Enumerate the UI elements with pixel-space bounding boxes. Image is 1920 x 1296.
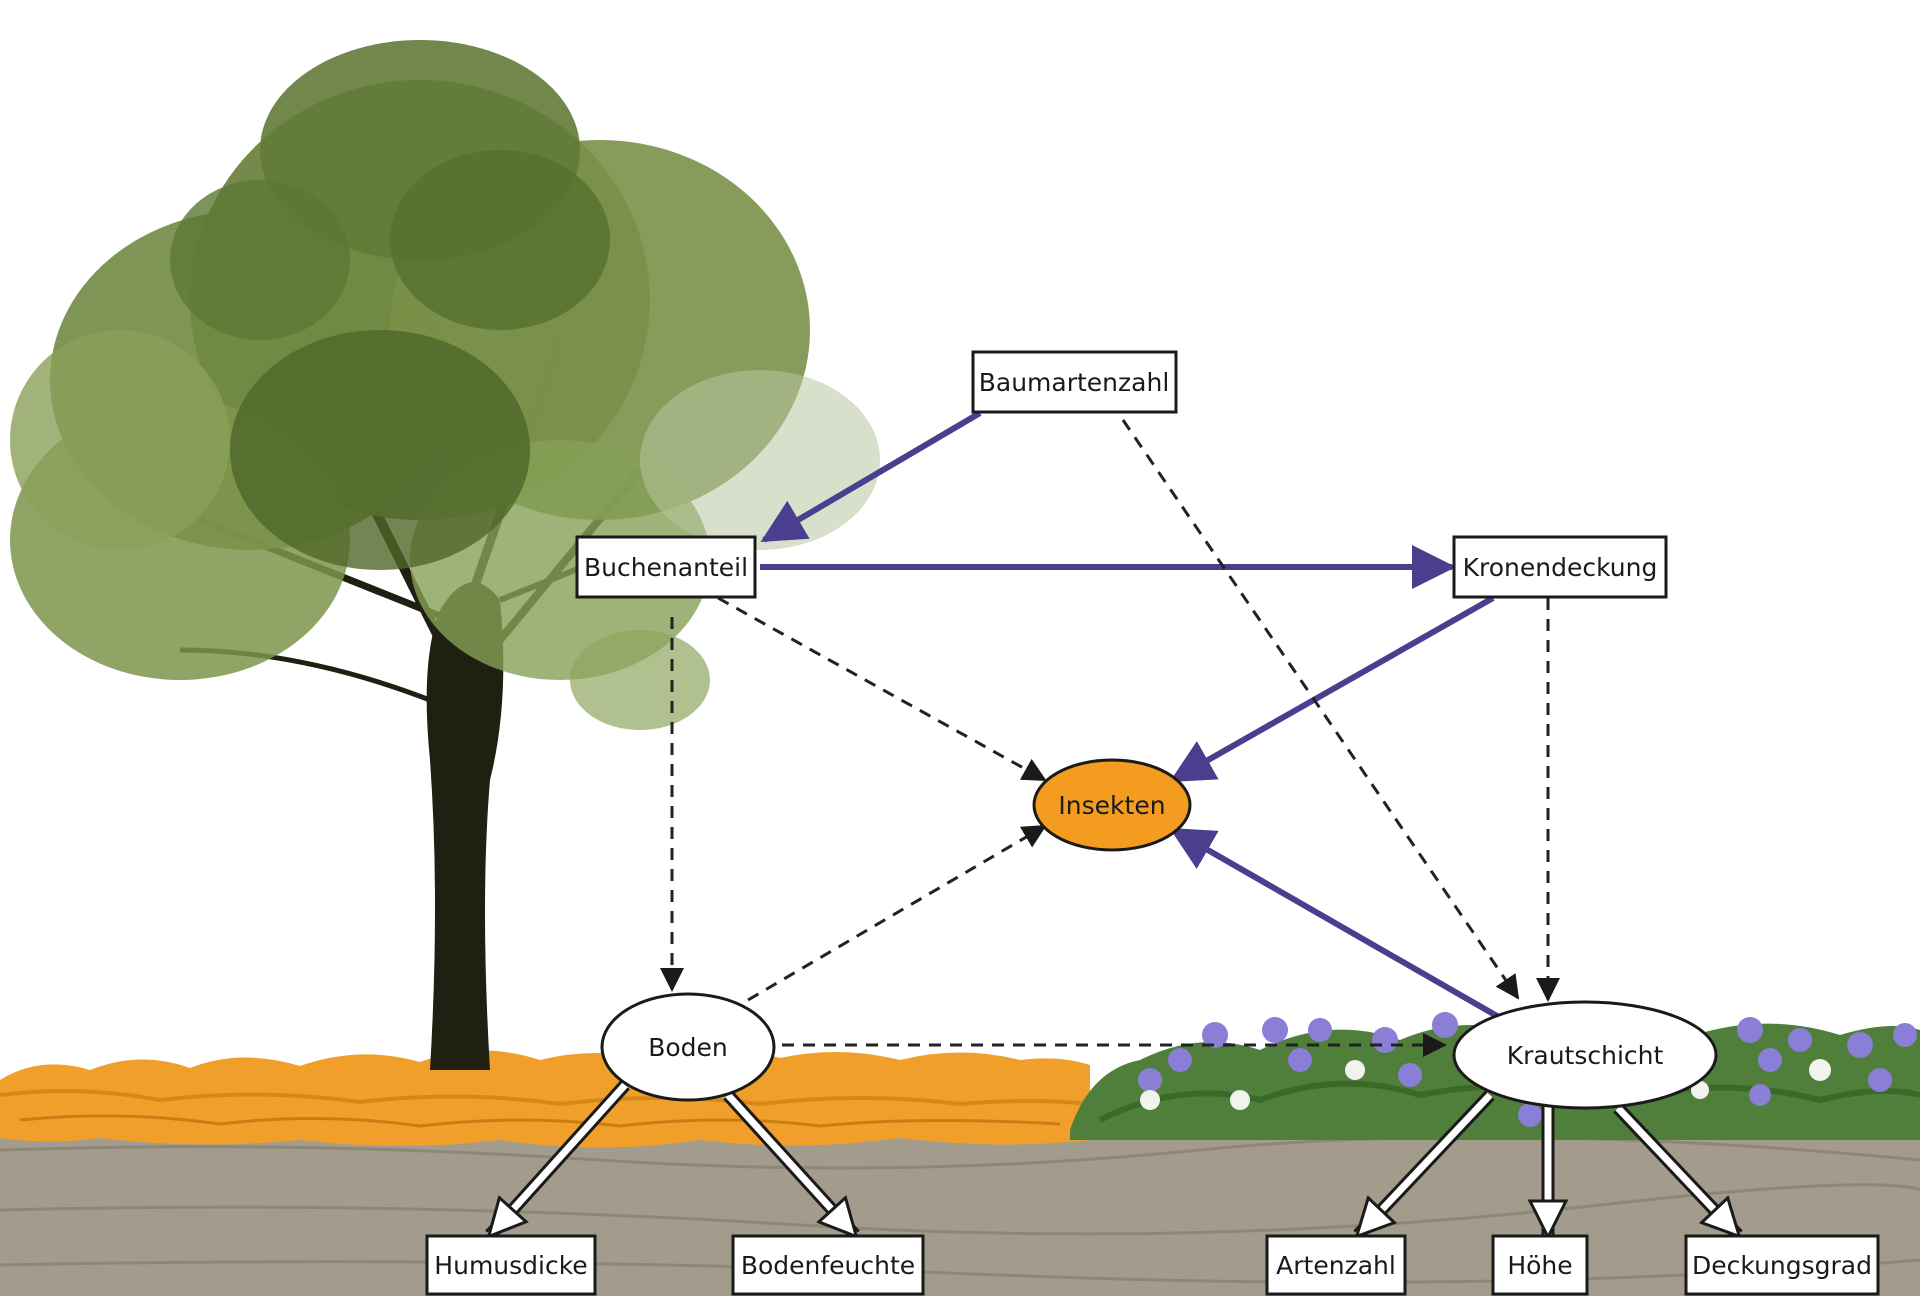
node-label: Buchenanteil: [584, 553, 748, 582]
node-label: Artenzahl: [1276, 1251, 1396, 1280]
node-label: Baumartenzahl: [979, 368, 1170, 397]
node-label: Höhe: [1507, 1251, 1572, 1280]
edge-krautschicht-insekten: [1169, 827, 1499, 1019]
node-kronendeckung: Kronendeckung: [1452, 535, 1668, 599]
node-label: Boden: [648, 1033, 728, 1062]
node-label: Krautschicht: [1507, 1041, 1664, 1070]
node-artenzahl: Artenzahl: [1265, 1234, 1407, 1296]
node-buchenanteil: Buchenanteil: [575, 535, 757, 599]
edge-boden-insekten: [747, 824, 1047, 1002]
node-baumartenzahl: Baumartenzahl: [971, 350, 1178, 414]
edge-kronendeckung-insekten: [1169, 595, 1495, 783]
leaf-litter: [0, 1049, 1091, 1148]
node-insekten: Insekten: [1032, 758, 1192, 852]
nodes: Baumartenzahl Buchenanteil Kronendeckung…: [425, 350, 1880, 1296]
ground: [0, 1125, 1920, 1296]
node-krautschicht: Krautschicht: [1452, 1000, 1718, 1110]
node-label: Insekten: [1058, 791, 1165, 820]
node-hoehe: Höhe: [1491, 1234, 1589, 1296]
edge-baumartenzahl-krautschicht: [1121, 419, 1520, 1000]
tree: [10, 40, 880, 1070]
edge-baumartenzahl-buchenanteil: [760, 410, 982, 543]
node-bodenfeuchte: Bodenfeuchte: [731, 1234, 925, 1296]
node-label: Bodenfeuchte: [741, 1251, 915, 1280]
edge-buchenanteil-insekten: [717, 596, 1047, 782]
node-humusdicke: Humusdicke: [425, 1234, 597, 1296]
node-label: Humusdicke: [434, 1251, 587, 1280]
node-deckungsgrad: Deckungsgrad: [1684, 1234, 1880, 1296]
node-boden: Boden: [600, 992, 776, 1102]
node-label: Deckungsgrad: [1692, 1251, 1872, 1280]
node-label: Kronendeckung: [1463, 553, 1658, 582]
edges: [485, 410, 1743, 1240]
